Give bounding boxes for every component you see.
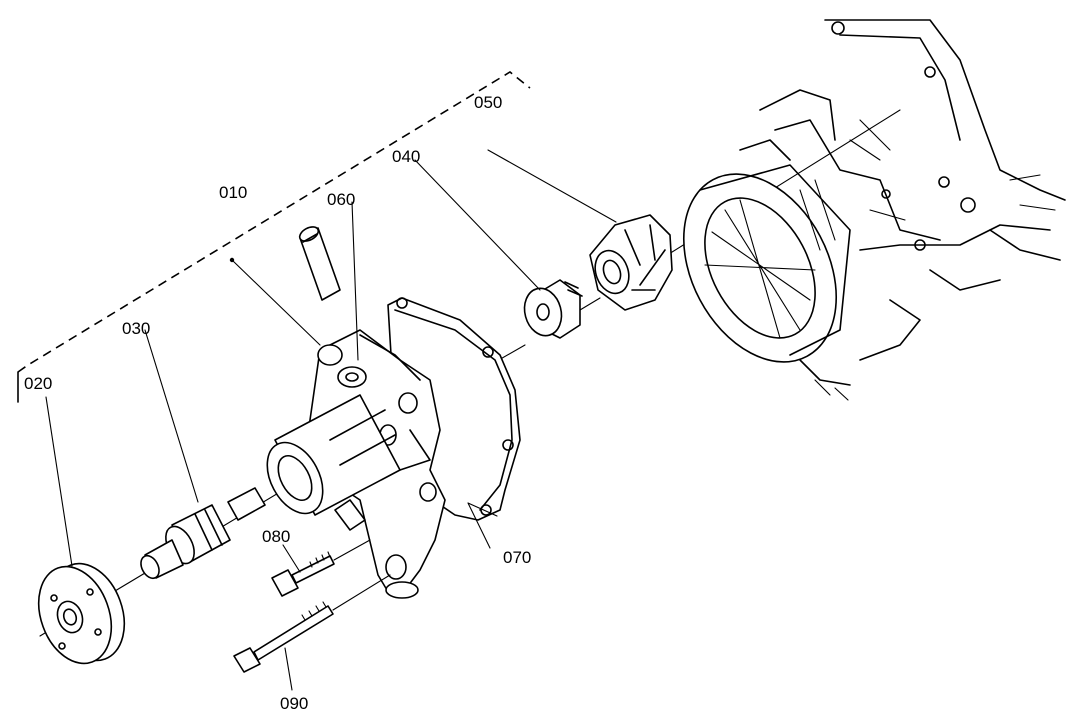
bearing-shaft xyxy=(140,487,266,580)
long-bolt xyxy=(233,574,391,673)
assembly-bracket xyxy=(17,71,531,403)
leader-lines xyxy=(45,149,617,691)
label-040: 040 xyxy=(392,147,420,166)
label-020: 020 xyxy=(24,374,52,393)
impeller xyxy=(589,214,673,311)
dowel-pin xyxy=(298,226,341,301)
label-050: 050 xyxy=(474,93,502,112)
label-010: 010 xyxy=(219,183,247,202)
part-labels: 010 020 030 040 050 060 070 080 090 xyxy=(24,93,531,713)
label-090: 090 xyxy=(280,694,308,713)
label-080: 080 xyxy=(262,527,290,546)
pulley-flange xyxy=(37,562,126,665)
label-060: 060 xyxy=(327,190,355,209)
engine-block-housing xyxy=(682,19,1066,401)
short-bolt xyxy=(271,539,371,597)
mechanical-seal xyxy=(523,279,583,339)
pump-body xyxy=(266,297,521,599)
label-070: 070 xyxy=(503,548,531,567)
label-030: 030 xyxy=(122,319,150,338)
